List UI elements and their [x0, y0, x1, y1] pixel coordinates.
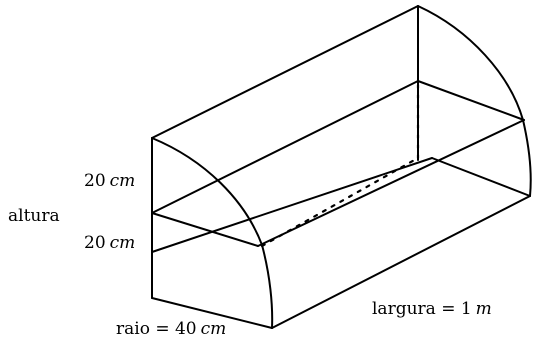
altura-label: altura — [8, 206, 60, 226]
front-bottom-edge — [151, 297, 273, 329]
lower-height-unit: cm — [110, 233, 136, 253]
water-surface-right-edge — [257, 119, 525, 247]
mid-long-edge — [151, 157, 433, 253]
water-surface-left-edge — [151, 80, 419, 214]
front-arc — [151, 137, 274, 329]
hidden-bottom-long — [260, 156, 420, 248]
upper-height-unit: cm — [110, 171, 136, 191]
largura-prefix: largura = 1 — [372, 299, 472, 319]
raio-prefix: raio = 40 — [116, 319, 197, 339]
lower-height-value: 20 — [84, 233, 106, 253]
water-surface-back-edge — [417, 80, 525, 121]
raio-unit: cm — [201, 319, 227, 339]
bottom-long-edge — [271, 195, 531, 329]
front-water-line — [151, 212, 259, 247]
back-bottom-edge — [431, 157, 531, 197]
upper-height-value: 20 — [84, 171, 106, 191]
back-arc — [417, 5, 532, 197]
top-long-edge — [151, 5, 419, 139]
largura-unit: m — [476, 299, 492, 319]
